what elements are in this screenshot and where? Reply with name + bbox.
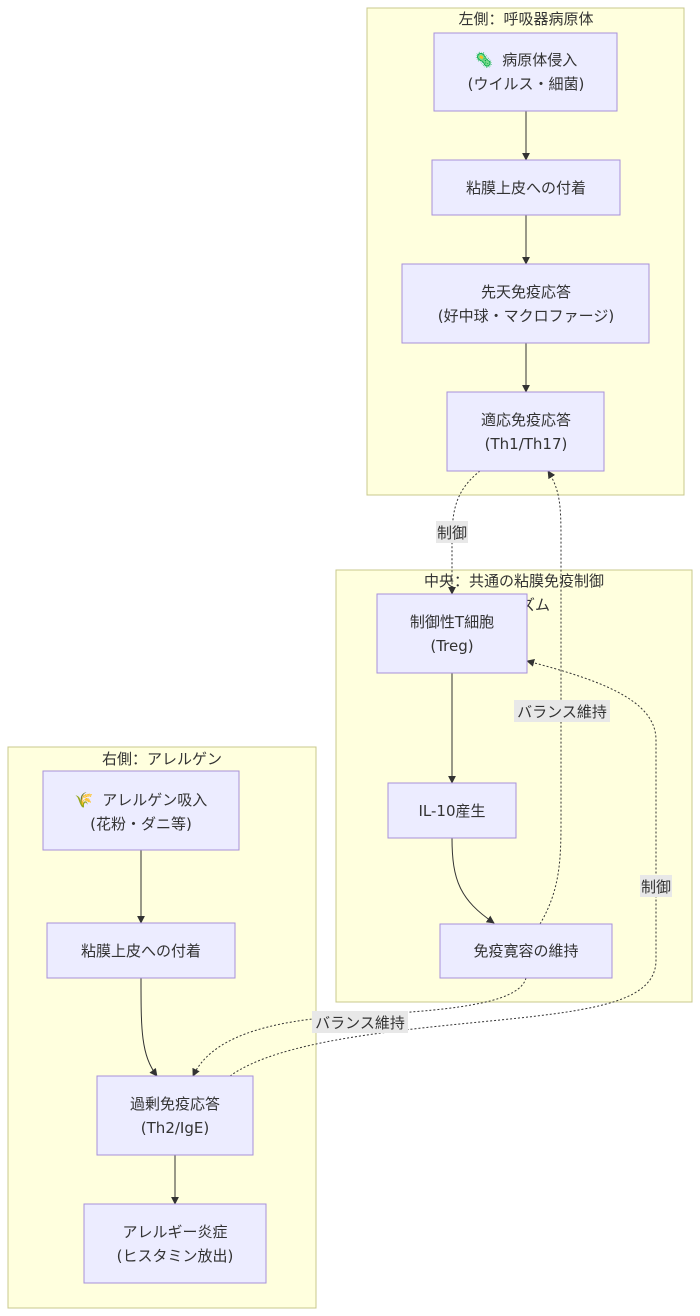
svg-text:(花粉・ダニ等): (花粉・ダニ等) [90,815,192,833]
svg-text:過剰免疫応答: 過剰免疫応答 [130,1095,220,1113]
svg-text:制御: 制御 [437,524,467,542]
svg-text:制御性T細胞: 制御性T細胞 [410,613,494,631]
svg-text:バランス維持: バランス維持 [517,703,607,721]
svg-text:バランス維持: バランス維持 [315,1014,405,1032]
edge-tolerance-to-excess [192,977,527,1077]
node-treg: 制御性T細胞 (Treg) [376,593,528,674]
cluster-title-center-1: 中央：共通の粘膜免疫制御 [424,572,604,590]
edge-attach-to-excess [140,977,158,1077]
node-pathogen-entry: 🦠 病原体侵入 (ウイルス・細菌) [433,32,618,112]
svg-text:(ヒスタミン放出): (ヒスタミン放出) [117,1247,234,1265]
edge-il10-to-tolerance [451,837,495,924]
node-innate-response: 先天免疫応答 (好中球・マクロファージ) [401,263,650,344]
svg-text:🦠 病原体侵入: 🦠 病原体侵入 [475,51,577,69]
svg-text:(Treg): (Treg) [430,637,473,655]
edge-label-adaptive-to-treg: 制御 [436,521,468,543]
svg-text:適応免疫応答: 適応免疫応答 [481,411,571,429]
node-adaptive-response: 適応免疫応答 (Th1/Th17) [446,391,605,472]
node-allergen-entry: 🌾 アレルゲン吸入 (花粉・ダニ等) [42,770,240,851]
svg-text:粘膜上皮への付着: 粘膜上皮への付着 [81,942,201,960]
svg-text:(ウイルス・細菌): (ウイルス・細菌) [468,75,585,93]
cluster-title-right: 右側：アレルゲン [102,750,222,768]
svg-text:(Th1/Th17): (Th1/Th17) [485,435,568,453]
svg-text:制御: 制御 [641,878,671,896]
node-allergic-inflammation: アレルギー炎症 (ヒスタミン放出) [83,1203,267,1284]
node-pathogen-attach: 粘膜上皮への付着 [431,159,621,216]
node-tolerance: 免疫寛容の維持 [439,923,613,979]
svg-text:アレルギー炎症: アレルギー炎症 [122,1223,227,1241]
wheat-icon: 🌾 [75,791,94,809]
svg-text:IL-10産生: IL-10産生 [418,802,485,820]
svg-text:粘膜上皮への付着: 粘膜上皮への付着 [466,179,586,197]
svg-text:(好中球・マクロファージ): (好中球・マクロファージ) [438,307,614,325]
node-il10: IL-10産生 [387,782,517,839]
svg-text:先天免疫応答: 先天免疫応答 [481,283,571,301]
cluster-title-left: 左側：呼吸器病原体 [458,10,593,28]
edge-label-tolerance-to-adaptive: バランス維持 [514,700,610,722]
node-excess-response: 過剰免疫応答 (Th2/IgE) [96,1075,254,1156]
node-allergen-attach: 粘膜上皮への付着 [46,922,236,979]
edge-tolerance-to-adaptive [539,470,562,925]
svg-text:🌾 アレルゲン吸入: 🌾 アレルゲン吸入 [75,791,207,809]
svg-text:(Th2/IgE): (Th2/IgE) [141,1119,209,1137]
edges-solid [137,111,530,1205]
svg-text:免疫寛容の維持: 免疫寛容の維持 [473,942,578,960]
microbe-icon: 🦠 [475,51,494,69]
edge-label-tolerance-to-excess: バランス維持 [312,1011,408,1033]
edge-label-excess-to-treg: 制御 [640,875,672,897]
